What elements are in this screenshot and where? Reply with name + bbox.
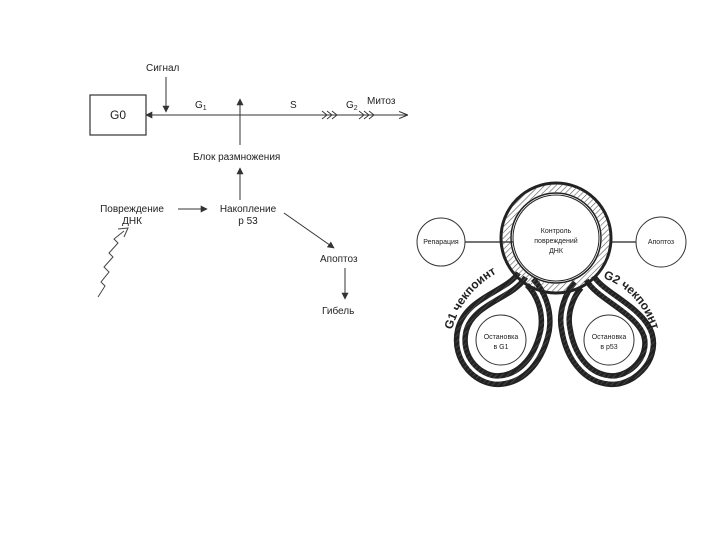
right-checkpoint-diagram: Контроль повреждений ДНК Репарация Апопт…	[417, 183, 686, 380]
damage-label: Повреждение	[100, 204, 164, 215]
apoptosis-node-label: Апоптоз	[648, 239, 674, 246]
g2-label: G2	[346, 100, 358, 112]
block-label: Блок размножения	[193, 152, 280, 163]
signal-label: Сигнал	[146, 63, 180, 74]
g0-label: G0	[110, 108, 126, 122]
damage-label-2: ДНК	[122, 216, 142, 227]
arrest-g1-label-1: Остановка	[484, 334, 519, 341]
arrest-p53-label-2: в р53	[600, 344, 617, 351]
center-label-1: Контроль	[541, 228, 572, 235]
radiation-arrowhead	[118, 228, 128, 237]
accum-label-2: р 53	[238, 216, 258, 227]
g1-label: G1	[195, 100, 207, 112]
center-label-3: ДНК	[549, 248, 564, 255]
center-label-2: повреждений	[534, 237, 578, 245]
mitosis-label: Митоз	[367, 96, 396, 107]
radiation-zigzag-icon	[98, 231, 124, 297]
accum-to-apoptosis-arrow	[284, 213, 334, 248]
s-label: S	[290, 100, 297, 111]
arrest-p53-label-1: Остановка	[592, 334, 627, 341]
repair-label: Репарация	[423, 239, 459, 246]
accum-label: Накопление	[220, 204, 277, 215]
death-label: Гибель	[322, 305, 354, 317]
arrest-g1-label-2: в G1	[493, 344, 508, 351]
left-flow-diagram: G0 Сигнал G1 S G2 Митоз Блок размножения	[90, 63, 407, 317]
apoptosis-label: Апоптоз	[320, 254, 358, 265]
